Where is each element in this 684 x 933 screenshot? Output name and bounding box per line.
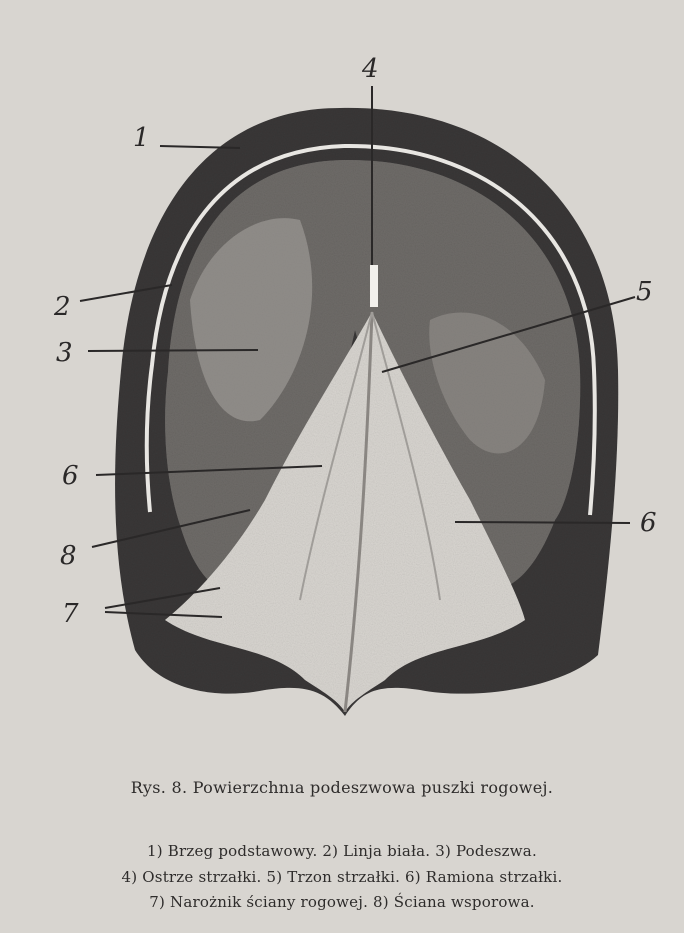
callout-6-right: 6 (640, 510, 657, 536)
callout-1: 1 (133, 125, 150, 151)
legend-line-3: 7) Narożnik ściany rogowej. 8) Ściana ws… (0, 893, 684, 911)
callout-6-left: 6 (62, 463, 79, 489)
figure-caption: Rys. 8. Powierzchnıa podeszwowa puszki r… (0, 778, 684, 797)
callout-3: 3 (56, 340, 73, 366)
callout-7: 7 (62, 601, 79, 627)
callout-8: 8 (60, 543, 77, 569)
callout-5: 5 (636, 279, 653, 305)
callout-4: 4 (362, 56, 379, 82)
callout-2: 2 (54, 294, 71, 320)
legend-line-1: 1) Brzeg podstawowy. 2) Linja biała. 3) … (0, 842, 684, 860)
legend-line-2: 4) Ostrze strzałki. 5) Trzon strzałki. 6… (0, 868, 684, 886)
hoof-illustration (0, 0, 684, 760)
